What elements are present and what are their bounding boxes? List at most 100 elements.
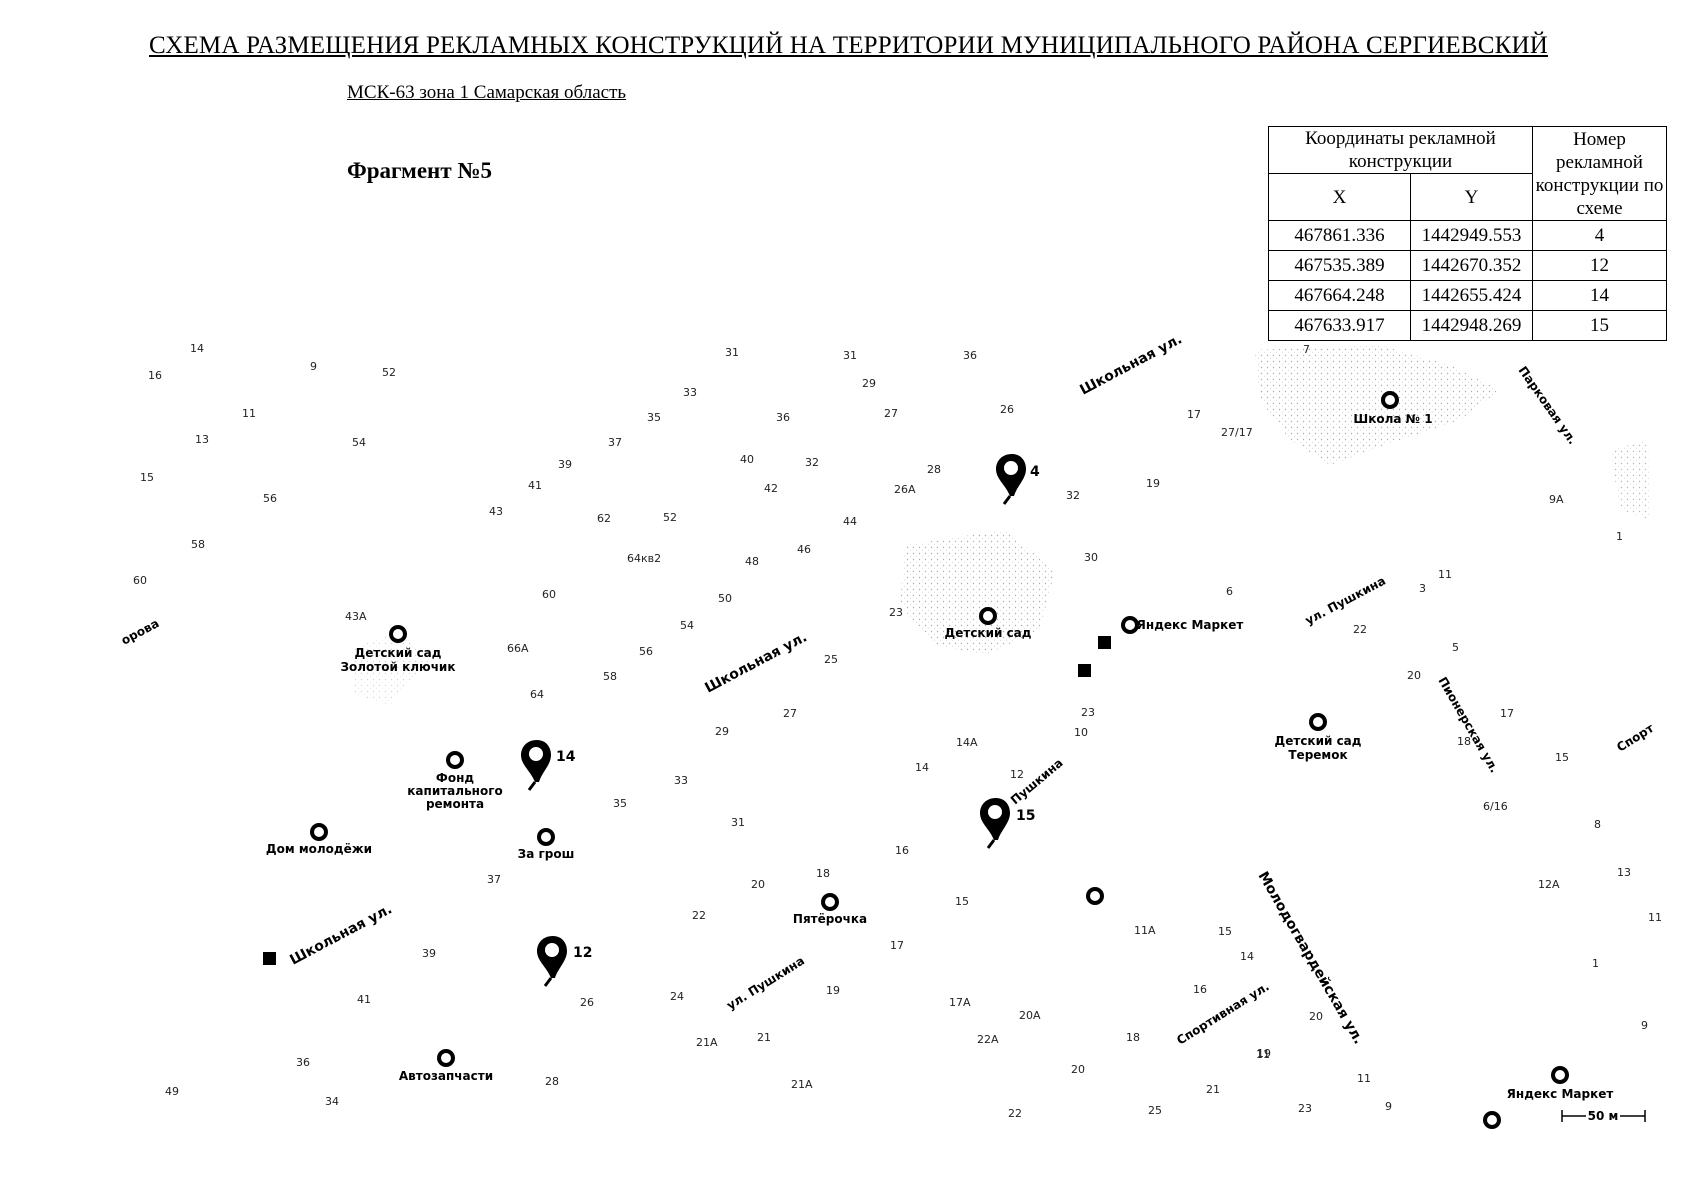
house-number: 22 <box>1008 1107 1022 1120</box>
house-number: 43 <box>489 505 503 518</box>
table-cell-x: 467664.248 <box>1268 280 1411 311</box>
house-number: 50 <box>718 592 732 605</box>
shop-icon <box>537 828 555 846</box>
house-number: 8 <box>1594 818 1601 831</box>
house-number: 10 <box>1074 726 1088 739</box>
table-cell-x: 467861.336 <box>1268 220 1411 251</box>
house-number: 32 <box>805 456 819 469</box>
house-number: 27 <box>884 407 898 420</box>
ad-marker <box>535 934 569 988</box>
house-number: 14 <box>1240 950 1254 963</box>
house-number: 40 <box>740 453 754 466</box>
table-cell-x: 467535.389 <box>1268 250 1411 281</box>
kindergarten-icon <box>389 625 407 643</box>
house-number: 43А <box>345 610 367 623</box>
house-number: 14А <box>956 736 978 749</box>
street-label: Школьная ул. <box>702 629 809 696</box>
house-number: 34 <box>325 1095 339 1108</box>
street-label: Молодогвардейская ул. <box>1255 869 1367 1047</box>
house-number: 16 <box>1193 983 1207 996</box>
poi-label: Автозапчасти <box>399 1069 493 1083</box>
house-number: 11 <box>1256 1048 1270 1061</box>
house-number: 33 <box>674 774 688 787</box>
table-cell-y: 1442949.553 <box>1410 220 1533 251</box>
kindergarten-icon <box>1309 713 1327 731</box>
house-number: 42 <box>764 482 778 495</box>
house-number: 37 <box>608 436 622 449</box>
house-number: 16 <box>895 844 909 857</box>
street-label: Школьная ул. <box>287 901 394 968</box>
house-number: 60 <box>542 588 556 601</box>
house-number: 35 <box>613 797 627 810</box>
street-label: Пионерская ул. <box>1435 675 1501 776</box>
street-label: Парковая ул. <box>1516 364 1580 447</box>
kindergarten-icon <box>979 607 997 625</box>
number-header: Номер рекламной конструкции по схеме <box>1532 126 1667 221</box>
house-number: 13 <box>1617 866 1631 879</box>
house-number: 28 <box>927 463 941 476</box>
house-number: 19 <box>1146 477 1160 490</box>
house-number: 15 <box>140 471 154 484</box>
table-cell-y: 1442655.424 <box>1410 280 1533 311</box>
ad-marker <box>978 796 1012 850</box>
ad-marker-label: 12 <box>573 945 592 961</box>
house-number: 1 <box>1592 957 1599 970</box>
street-label: Пушкина <box>1008 756 1066 808</box>
house-number: 13 <box>195 433 209 446</box>
house-number: 18 <box>1457 735 1471 748</box>
house-number: 22А <box>977 1033 999 1046</box>
ad-marker-label: 4 <box>1030 464 1040 480</box>
house-number: 62 <box>597 512 611 525</box>
scale-label: 50 м <box>1588 1109 1619 1123</box>
house-number: 26 <box>1000 403 1014 416</box>
house-number: 16 <box>148 369 162 382</box>
house-number: 25 <box>824 653 838 666</box>
street-label: Спорт <box>1614 721 1656 755</box>
house-number: 27/17 <box>1221 426 1253 439</box>
house-number: 20 <box>1071 1063 1085 1076</box>
bus-stop-icon <box>1078 664 1091 677</box>
street-label: орова <box>119 616 162 648</box>
table-cell-number: 14 <box>1532 280 1667 311</box>
house-number: 56 <box>639 645 653 658</box>
house-number: 18 <box>1126 1031 1140 1044</box>
ad-marker <box>994 452 1028 506</box>
house-number: 36 <box>963 349 977 362</box>
house-number: 21 <box>1206 1083 1220 1096</box>
house-number: 11 <box>1438 568 1452 581</box>
poi-label: За грош <box>518 847 575 861</box>
house-number: 25 <box>1148 1104 1162 1117</box>
street-label: Спортивная ул. <box>1174 979 1272 1047</box>
fragment-title: Фрагмент №5 <box>347 158 492 183</box>
poi-label: ремонта <box>426 797 484 811</box>
poi-label: капитального <box>407 784 502 798</box>
house-number: 52 <box>663 511 677 524</box>
house-number: 48 <box>745 555 759 568</box>
house-number: 41 <box>357 993 371 1006</box>
house-number: 11 <box>1648 911 1662 924</box>
house-number: 49 <box>165 1085 179 1098</box>
house-number: 64кв2 <box>627 552 661 565</box>
bus-stop-icon <box>263 952 276 965</box>
x-header: X <box>1268 173 1411 221</box>
coordinates-table: Координаты рекламной конструкции Номер р… <box>1268 126 1667 341</box>
car-icon <box>437 1049 455 1067</box>
shaded-area <box>1610 440 1650 520</box>
shop-icon <box>821 893 839 911</box>
street-label: Школьная ул. <box>1077 331 1184 398</box>
house-number: 21А <box>696 1036 718 1049</box>
house-number: 17 <box>1187 408 1201 421</box>
poi-label: Пятёрочка <box>793 912 867 926</box>
house-number: 17А <box>949 996 971 1009</box>
house-number: 32 <box>1066 489 1080 502</box>
house-number: 17 <box>890 939 904 952</box>
house-number: 24 <box>670 990 684 1003</box>
ad-marker-label: 15 <box>1016 808 1035 824</box>
house-number: 33 <box>683 386 697 399</box>
poi-label: Золотой ключик <box>341 660 456 674</box>
house-number: 31 <box>843 349 857 362</box>
scale-bar: 50 м <box>1561 1109 1646 1123</box>
shaded-area <box>350 630 430 705</box>
flag-icon <box>446 751 464 769</box>
poi-label: Фонд <box>436 771 474 785</box>
